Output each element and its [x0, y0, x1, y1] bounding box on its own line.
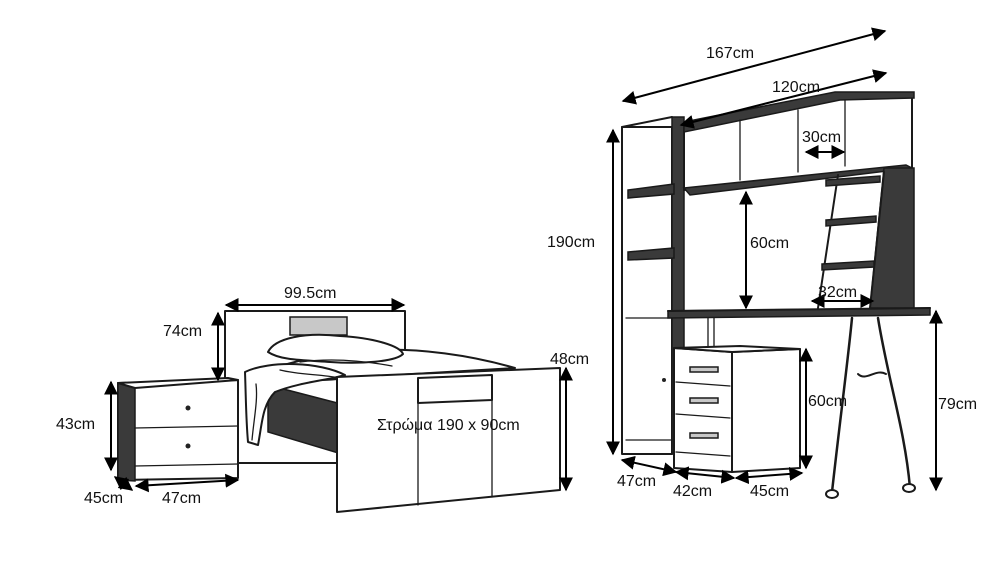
pedestal-drawer-line	[675, 413, 731, 419]
blanket-fold	[251, 383, 258, 441]
pedestal-drawer-line	[675, 381, 731, 387]
dim-gap-width	[674, 466, 736, 484]
footboard-slot	[417, 374, 493, 404]
drawer-pedestal-side	[731, 348, 801, 473]
label-mattress: Στρώμα 190 x 90cm	[377, 417, 520, 434]
dimension-labels: 99.5cm 74cm 48cm Στρώμα 190 x 90cm 43cm …	[56, 45, 977, 507]
drawer-divider	[134, 425, 239, 429]
headboard-slot	[289, 316, 348, 336]
label-hutch-width: 120cm	[772, 79, 820, 96]
dim-nightstand-depth	[113, 476, 134, 491]
label-shelf-depth: 30cm	[802, 129, 841, 146]
ladder-rail	[817, 174, 839, 309]
desk-leg-foot	[825, 489, 839, 499]
ladder-shelf	[825, 175, 881, 187]
label-ladder-width: 32cm	[818, 284, 857, 301]
dim-nightstand-width	[134, 473, 240, 493]
label-desk-total-width: 167cm	[706, 45, 754, 62]
sheet-fold	[279, 369, 341, 379]
ladder-rail	[869, 171, 885, 309]
nightstand-side-panel	[117, 381, 136, 482]
label-desk-height: 79cm	[938, 396, 977, 413]
drawer-knob	[185, 443, 191, 449]
ladder-shelf	[825, 215, 877, 227]
bed-illustration	[224, 310, 561, 513]
bookcase-shelf	[627, 247, 675, 261]
drawer-divider	[134, 463, 239, 467]
sheet-fold	[299, 359, 393, 367]
label-nightstand-height: 43cm	[56, 416, 95, 433]
drawer-handle	[689, 432, 719, 439]
label-drawer-width: 45cm	[750, 483, 789, 500]
desk-unit-illustration	[621, 91, 931, 499]
blanket	[244, 363, 346, 446]
drawer-handle	[689, 366, 719, 373]
label-bed-footboard-height: 48cm	[550, 351, 589, 368]
bookcase-top-edge	[621, 116, 673, 128]
label-bed-width: 99.5cm	[284, 285, 336, 302]
bookcase-shelf	[627, 183, 675, 199]
desk-leg	[876, 316, 912, 490]
label-hutch-height: 60cm	[750, 235, 789, 252]
nightstand-illustration	[117, 377, 239, 482]
desktop-edge	[667, 307, 931, 312]
desk-leg-crossbar	[857, 371, 887, 378]
nightstand-top	[117, 377, 239, 389]
label-drawer-height: 60cm	[808, 393, 847, 410]
desk-leg-foot	[902, 483, 916, 493]
label-bed-headboard-height: 74cm	[163, 323, 202, 340]
label-gap-width: 42cm	[673, 483, 712, 500]
bookcase-left-tower	[621, 126, 673, 455]
ladder-shelf	[821, 260, 875, 271]
drawer-handle	[689, 397, 719, 404]
dim-desk-total-width	[621, 27, 887, 105]
pedestal-drawer-line	[675, 451, 731, 457]
dim-side-depth	[620, 455, 678, 477]
label-side-depth: 47cm	[617, 473, 656, 490]
label-nightstand-depth: 45cm	[84, 490, 123, 507]
label-desk-total-height: 190cm	[547, 234, 595, 251]
dim-hutch-width	[679, 69, 888, 129]
cabinet-knob	[662, 378, 666, 382]
label-nightstand-width: 47cm	[162, 490, 201, 507]
desk-leg	[830, 316, 854, 494]
dimension-lines	[104, 27, 943, 493]
drawer-knob	[185, 405, 191, 411]
dim-drawer-width	[734, 466, 804, 485]
